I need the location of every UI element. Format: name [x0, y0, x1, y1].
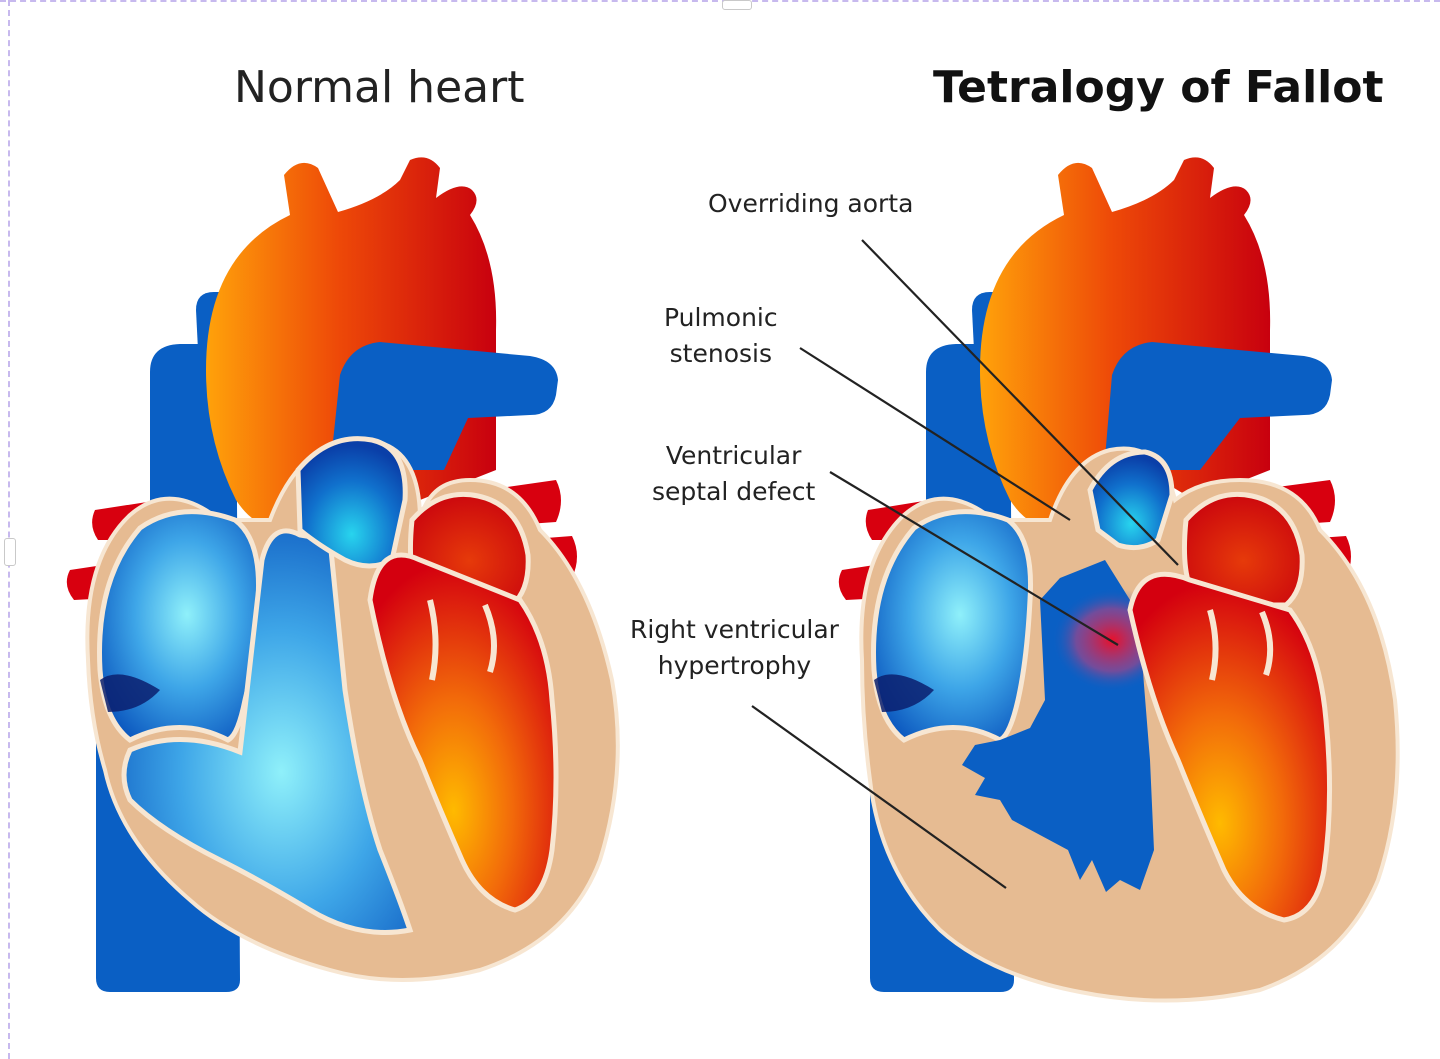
leader-vsd	[829, 471, 1119, 646]
leader-overriding-aorta	[861, 239, 1179, 566]
normal-heart	[66, 157, 620, 992]
normal-right-ventricle	[121, 528, 414, 935]
resize-handle-top[interactable]	[722, 0, 752, 10]
leader-pulmonic-stenosis	[799, 347, 1071, 521]
tof-title: Tetralogy of Fallot	[933, 62, 1384, 113]
label-vsd: Ventricular septal defect	[652, 441, 816, 506]
selection-frame-top	[0, 0, 1440, 6]
tof-heart	[838, 157, 1400, 1003]
tof-left-ventricle	[1127, 571, 1333, 923]
selection-frame-left	[8, 0, 14, 1059]
leader-lines	[751, 239, 1179, 889]
tof-chordae	[1207, 609, 1274, 681]
normal-left-ventricle	[367, 552, 559, 913]
label-pulmonic-stenosis: Pulmonic stenosis	[664, 303, 778, 368]
normal-pulmonary-outflow	[295, 436, 408, 569]
normal-pulmonary-artery	[330, 342, 558, 470]
tof-right-atrium-shadow	[874, 674, 934, 712]
resize-handle-left[interactable]	[4, 538, 16, 566]
normal-heart-title: Normal heart	[234, 62, 525, 113]
tof-pulmonary-outflow	[1087, 449, 1175, 551]
normal-right-atrium-shadow	[100, 674, 160, 712]
label-rvh: Right ventricular hypertrophy	[630, 615, 839, 680]
label-overriding-aorta: Overriding aorta	[708, 189, 914, 218]
tof-pulmonary-artery	[1104, 342, 1332, 470]
leader-rvh	[751, 705, 1007, 889]
normal-chordae	[427, 599, 497, 681]
